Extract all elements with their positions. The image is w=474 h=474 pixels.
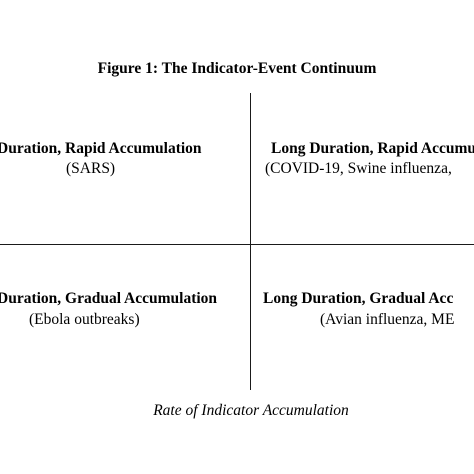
- quadrant-bottom-right-heading: Long Duration, Gradual Acc: [263, 290, 454, 307]
- quadrant-bottom-right-example: (Avian influenza, ME: [320, 311, 455, 328]
- quadrant-top-right-heading: Long Duration, Rapid Accumu: [271, 140, 474, 157]
- vertical-axis-line: [250, 93, 252, 390]
- quadrant-bottom-left-heading: Duration, Gradual Accumulation: [0, 290, 218, 307]
- quadrant-top-left-example: (SARS): [66, 160, 116, 177]
- figure-title: Figure 1: The Indicator-Event Continuum: [97, 60, 377, 77]
- x-axis-caption: Rate of Indicator Accumulation: [153, 402, 349, 419]
- horizontal-axis-line: [0, 244, 474, 246]
- quadrant-bottom-left-example: (Ebola outbreaks): [29, 311, 140, 328]
- quadrant-top-right-example: (COVID-19, Swine influenza,: [265, 160, 452, 177]
- quadrant-top-left-heading: Duration, Rapid Accumulation: [0, 140, 202, 157]
